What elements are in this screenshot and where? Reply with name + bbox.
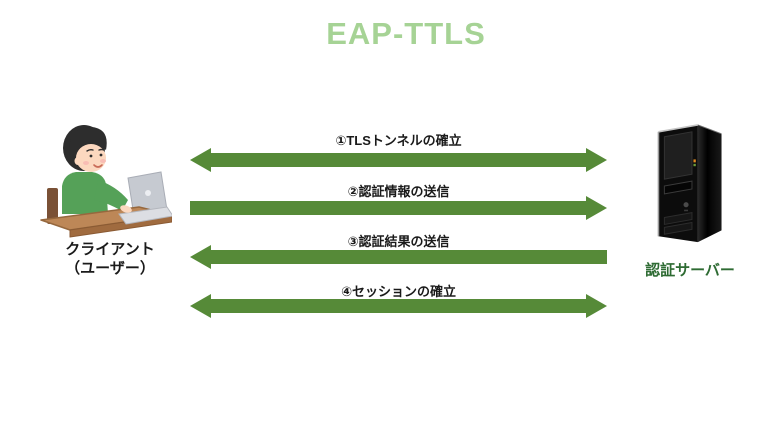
- message-4-label: ④セッションの確立: [340, 284, 456, 299]
- client-person-icon: [40, 125, 172, 238]
- client-label: クライアント （ユーザー）: [65, 241, 155, 277]
- arrow-both-icon: [190, 294, 607, 318]
- message-1-label: ①TLSトンネルの確立: [335, 133, 462, 148]
- arrow-left-icon: [190, 245, 607, 269]
- message-2-label: ②認証情報の送信: [347, 184, 450, 199]
- diagram-title: EAP-TTLS: [326, 16, 486, 51]
- arrow-right-icon: [190, 196, 607, 220]
- message-3-label: ③認証結果の送信: [347, 234, 450, 249]
- server-label: 認証サーバー: [645, 262, 735, 279]
- arrow-both-icon: [190, 148, 607, 172]
- auth-server-icon: [657, 124, 722, 243]
